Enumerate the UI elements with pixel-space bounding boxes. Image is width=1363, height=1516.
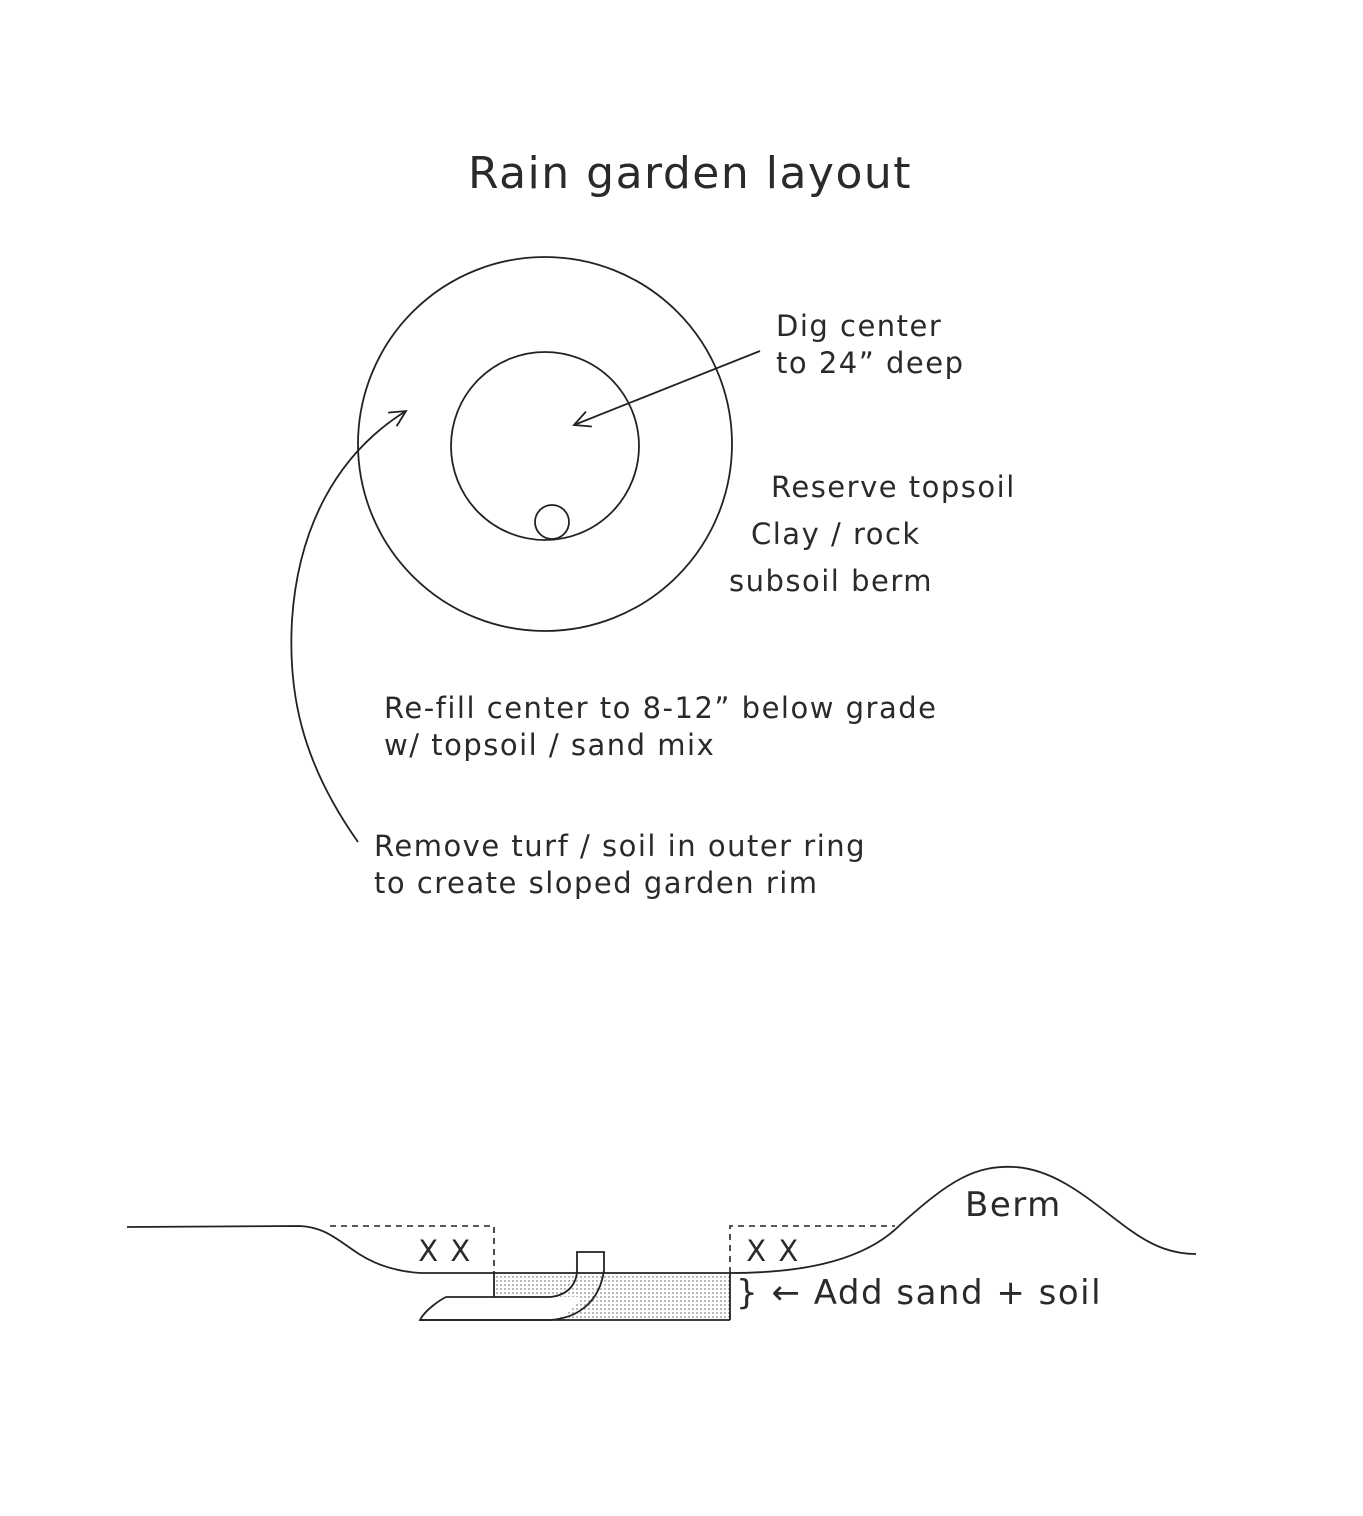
refill-label-line-2: w/ topsoil / sand mix xyxy=(384,728,715,762)
cross-section-view: X X X X Berm } ← Add sand + soil xyxy=(126,1165,1197,1321)
ground-profile-left xyxy=(126,1225,494,1274)
outer-ring-arrow xyxy=(290,411,406,843)
reserve-topsoil-label: Reserve topsoil xyxy=(771,470,1016,504)
removed-soil-right-marker: X X xyxy=(746,1234,799,1268)
remove-turf-label-line-1: Remove turf / soil in outer ring xyxy=(374,829,866,863)
subsoil-berm-label: subsoil berm xyxy=(729,564,933,598)
drain-pipe xyxy=(418,1251,605,1321)
drain-circle xyxy=(534,504,570,540)
dig-center-arrow xyxy=(574,350,761,425)
clay-rock-label: Clay / rock xyxy=(751,517,921,551)
dig-center-label-line-1: Dig center xyxy=(776,309,942,343)
add-sand-soil-label: } ← Add sand + soil xyxy=(736,1273,1102,1313)
refill-label-line-1: Re-fill center to 8-12” below grade xyxy=(384,691,938,725)
dig-center-label-line-2: to 24” deep xyxy=(776,346,964,380)
outer-ring xyxy=(357,256,733,632)
diagram-title: Rain garden layout xyxy=(468,148,912,199)
removed-soil-left-marker: X X xyxy=(418,1234,471,1268)
sand-soil-fill xyxy=(494,1273,730,1320)
plan-view: Dig center to 24” deep Reserve topsoil C… xyxy=(290,256,1016,900)
berm-label: Berm xyxy=(965,1185,1062,1225)
ground-profile-right xyxy=(729,1165,1197,1274)
inner-center-circle xyxy=(450,351,640,541)
removed-soil-right-outline xyxy=(729,1225,895,1273)
remove-turf-label-line-2: to create sloped garden rim xyxy=(374,866,819,900)
